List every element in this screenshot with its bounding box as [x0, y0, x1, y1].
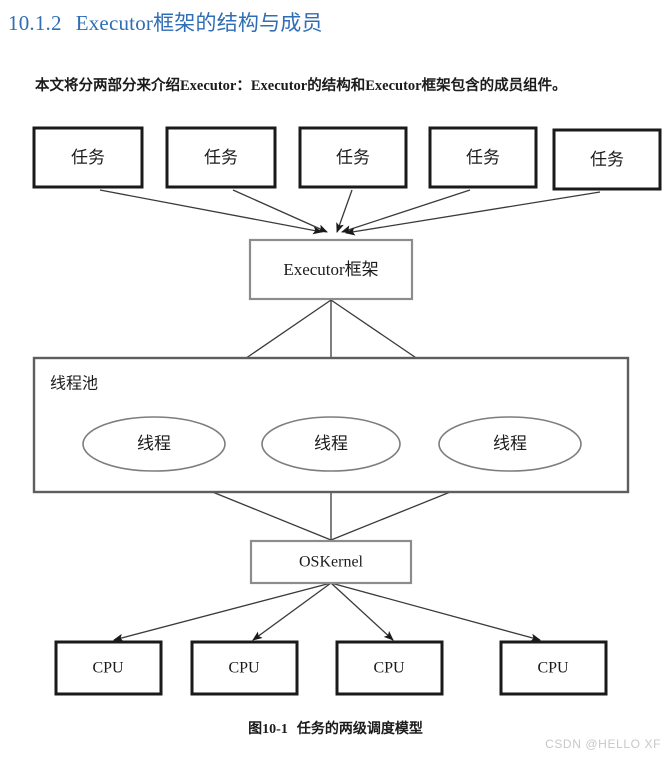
csdn-watermark: CSDN @HELLO XF [545, 737, 661, 751]
task-node-5[interactable]: 任务 [552, 128, 662, 191]
cpu-node-4-label: CPU [537, 660, 569, 677]
thread-node-1[interactable]: 线程 [82, 416, 226, 472]
section-heading-text: Executor框架的结构与成员 [75, 11, 323, 35]
oskernel-label: OSKernel [299, 554, 364, 571]
task-node-2-label: 任务 [204, 148, 238, 167]
task-node-1-label: 任务 [71, 148, 105, 167]
figure-caption: 图10-1 任务的两级调度模型 [0, 718, 671, 738]
oskernel-node[interactable]: OSKernel [249, 539, 413, 585]
section-heading-number: 10.1.2 [8, 11, 62, 35]
cpu-node-3-label: CPU [373, 660, 405, 677]
cpu-node-4[interactable]: CPU [499, 640, 608, 696]
figure-caption-text: 任务的两级调度模型 [296, 722, 423, 737]
connectors-kernel-to-cpus [113, 582, 541, 642]
cpu-node-2[interactable]: CPU [190, 640, 299, 696]
intro-paragraph: 本文将分两部分来介绍Executor：Executor的结构和Executor框… [35, 78, 567, 94]
task-node-4-label: 任务 [466, 148, 500, 167]
thread-node-3[interactable]: 线程 [438, 416, 582, 472]
thread-node-3-label: 线程 [493, 434, 527, 453]
task-node-3-label: 任务 [336, 148, 370, 167]
section-heading: 10.1.2 Executor框架的结构与成员 [8, 9, 323, 37]
task-node-1[interactable]: 任务 [32, 126, 144, 189]
task-node-3[interactable]: 任务 [298, 126, 408, 189]
cpu-node-1[interactable]: CPU [54, 640, 163, 696]
cpu-node-1-label: CPU [92, 660, 124, 677]
executor-framework-node[interactable]: Executor框架 [248, 238, 414, 301]
task-node-4[interactable]: 任务 [428, 126, 538, 189]
cpu-node-3[interactable]: CPU [335, 640, 444, 696]
thread-pool-label: 线程池 [50, 375, 98, 393]
thread-node-2-label: 线程 [314, 434, 348, 453]
thread-node-1-label: 线程 [137, 434, 171, 453]
cpu-node-2-label: CPU [228, 660, 260, 677]
task-node-2[interactable]: 任务 [165, 126, 277, 189]
connectors-tasks-to-executor [99, 189, 601, 236]
task-node-5-label: 任务 [590, 150, 624, 169]
thread-node-2[interactable]: 线程 [261, 416, 401, 472]
executor-framework-label: Executor框架 [283, 260, 378, 279]
figure-caption-number: 图10-1 [248, 722, 288, 737]
